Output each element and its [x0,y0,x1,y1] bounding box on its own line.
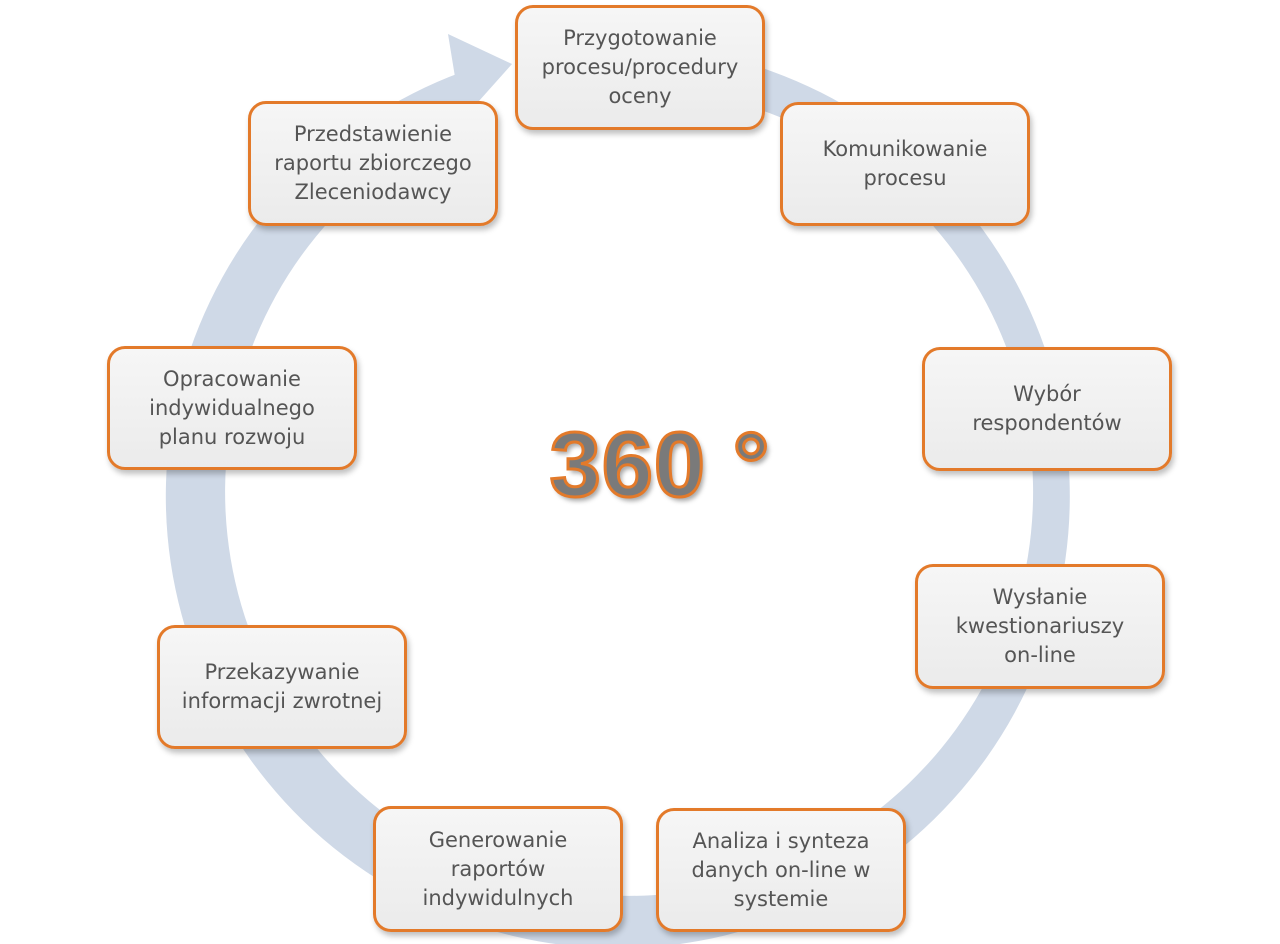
step-label-questionnaire-sending: Wysłanie kwestionariuszy on-line [955,585,1125,667]
step-label-report-generation: Generowanie raportów indywidulnych [422,827,574,910]
step-box-data-analysis: Analiza i synteza danych on-line w syste… [656,808,906,932]
step-label-communication: Komunikowanie procesu [822,137,988,190]
step-box-summary-report: Przedstawienie raportu zbiorczego Zlecen… [248,101,498,226]
cycle-arrowhead [448,34,512,120]
step-box-development-plan: Opracowanie indywidualnego planu rozwoju [107,346,357,470]
step-label-summary-report: Przedstawienie raportu zbiorczego Zlecen… [274,122,472,204]
step-label-development-plan: Opracowanie indywidualnego planu rozwoju [149,366,315,449]
step-box-questionnaire-sending: Wysłanie kwestionariuszy on-line [915,564,1165,689]
center-title-360: 360 ° [548,412,771,517]
step-box-communication: Komunikowanie procesu [780,102,1030,226]
step-box-preparation: Przygotowanie procesu/procedury oceny [515,5,765,130]
step-box-report-generation: Generowanie raportów indywidulnych [373,806,623,932]
step-box-feedback: Przekazywanie informacji zwrotnej [157,625,407,749]
step-box-respondent-selection: Wybór respondentów [922,347,1172,471]
step-label-preparation: Przygotowanie procesu/procedury oceny [541,26,739,108]
step-label-feedback: Przekazywanie informacji zwrotnej [181,660,383,713]
step-label-data-analysis: Analiza i synteza danych on-line w syste… [691,828,871,911]
step-label-respondent-selection: Wybór respondentów [972,382,1122,435]
